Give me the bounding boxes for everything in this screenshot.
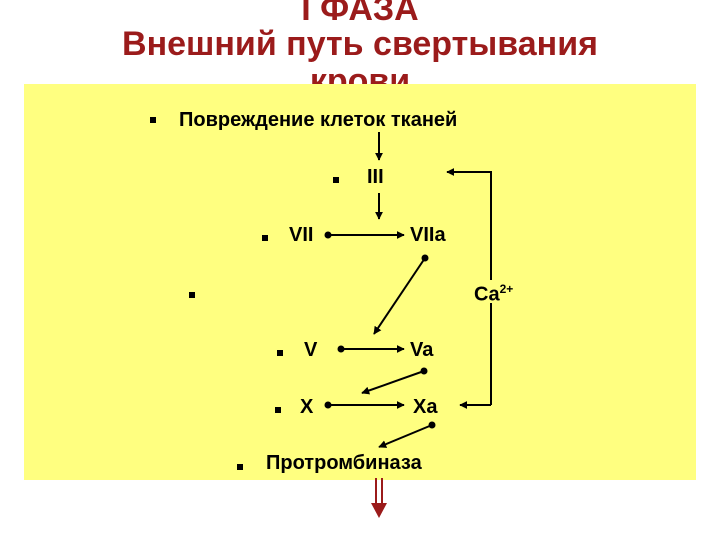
- factor-xa-label: Xa: [413, 396, 438, 418]
- calcium-charge: 2+: [499, 282, 514, 296]
- factor-x-label: X: [300, 396, 314, 418]
- dot-v: [337, 345, 345, 353]
- diagram-panel: [24, 84, 696, 480]
- factor-viia-label: VIIa: [410, 224, 446, 246]
- bullet: [237, 464, 243, 470]
- bullet: [333, 177, 339, 183]
- factor-va-label: Va: [410, 339, 434, 361]
- factor-vii-label: VII: [289, 224, 314, 246]
- prothrombinase-label: Протромбиназа: [266, 452, 422, 474]
- page-title: Внешний путь свертывания: [122, 25, 598, 63]
- arrow-xa-to-prothrombinase: [378, 424, 433, 448]
- arrow-viia-to-v: [373, 257, 426, 335]
- phase-title: I ФАЗА: [301, 0, 419, 28]
- bullet: [277, 350, 283, 356]
- bullet: [189, 292, 195, 298]
- calcium-label: Ca2+: [474, 283, 513, 305]
- arrow-va-to-x: [361, 370, 425, 395]
- factor-v-label: V: [304, 339, 318, 361]
- calcium-feedback-line: [446, 168, 492, 280]
- dot-viia: [421, 254, 429, 262]
- dot-xa: [428, 421, 436, 429]
- bullet: [150, 117, 156, 123]
- bullet: [262, 235, 268, 241]
- calcium-symbol: Ca: [474, 283, 500, 306]
- dot-vii: [324, 231, 332, 239]
- bullet: [275, 407, 281, 413]
- injury-label: Повреждение клеток тканей: [179, 109, 458, 131]
- dot-va: [420, 367, 428, 375]
- factor-iii-label: III: [367, 166, 384, 188]
- dot-x: [324, 401, 332, 409]
